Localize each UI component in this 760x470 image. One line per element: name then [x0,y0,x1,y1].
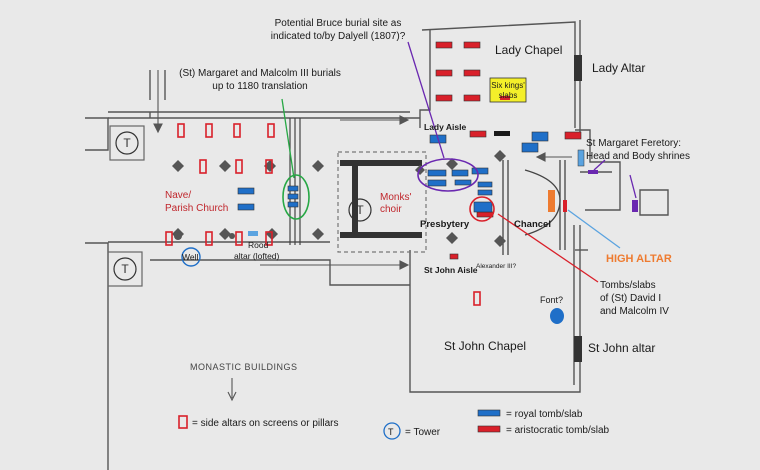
feretory-label-1: St Margaret Feretory: [586,138,681,149]
nave-label-2: Parish Church [165,203,228,214]
chancel-label: Chancel [514,219,551,230]
monastic-buildings-label: MONASTIC BUILDINGS [190,362,298,372]
walls [85,20,669,470]
feretory-label-2: Head and Body shrines [586,151,690,162]
legend-tower-icon [383,422,401,440]
st-john-altar-label: St John altar [588,341,655,355]
direction-arrows [153,70,572,402]
legend-tower-letter: T [388,427,394,437]
margaret-malcolm-label-2: up to 1180 translation [212,81,307,92]
font-label: Font? [540,295,563,305]
lady-chapel-label: Lady Chapel [495,43,562,57]
lady-altar-label: Lady Altar [592,61,645,75]
six-kings-label-2: slabs [499,91,518,100]
monks-choir-label-2: choir [380,204,402,215]
tombs-david-label-1: Tombs/slabs [600,280,656,291]
leader-lines [281,41,637,283]
tombs-david-label-3: and Malcolm IV [600,306,669,317]
tower-symbols [107,125,372,287]
alexander-label: Alexander III? [476,263,516,270]
potential-bruce-label-1: Potential Bruce burial site as [275,18,402,29]
tower-t-2: T [121,262,129,276]
misc-markers [174,55,638,362]
monks-choir-label-1: Monks' [380,192,411,203]
highlight-rings [282,158,495,222]
st-john-aisle-label: St John Aisle [424,265,478,275]
legend-side-altars: = side altars on screens or pillars [192,418,338,429]
tower-t-3: T [356,203,364,217]
aristocratic-tombs [435,41,582,433]
side-altars [165,123,481,429]
presbytery-label: Presbytery [420,219,470,230]
legend-tower: = Tower [405,427,441,438]
rood-label-2: altar (lofted) [234,251,280,261]
margaret-malcolm-label-1: (St) Margaret and Malcolm III burials [179,68,341,79]
tower-letters: T T T [121,136,364,276]
rood-screen [289,118,301,245]
rood-label-1: Rood [248,240,269,250]
legend-aristocratic: = aristocratic tomb/slab [506,425,610,436]
st-john-chapel-label: St John Chapel [444,339,526,353]
lady-aisle-label: Lady Aisle [424,122,466,132]
six-kings-label-1: Six kings' [491,81,525,90]
tower-t-1: T [123,136,131,150]
potential-bruce-label-2: indicated to/by Dalyell (1807)? [271,31,406,42]
well-label: Well [182,252,198,262]
high-altar-label: HIGH ALTAR [606,253,672,265]
nave-label-1: Nave/ [165,190,191,201]
monks-choir-screen [337,151,427,253]
tombs-david-label-2: of (St) David I [600,293,661,304]
text-labels: Potential Bruce burial site as indicated… [165,18,690,372]
legend: = side altars on screens or pillars T = … [192,409,610,440]
legend-royal: = royal tomb/slab [506,409,583,420]
royal-tombs [237,131,549,417]
